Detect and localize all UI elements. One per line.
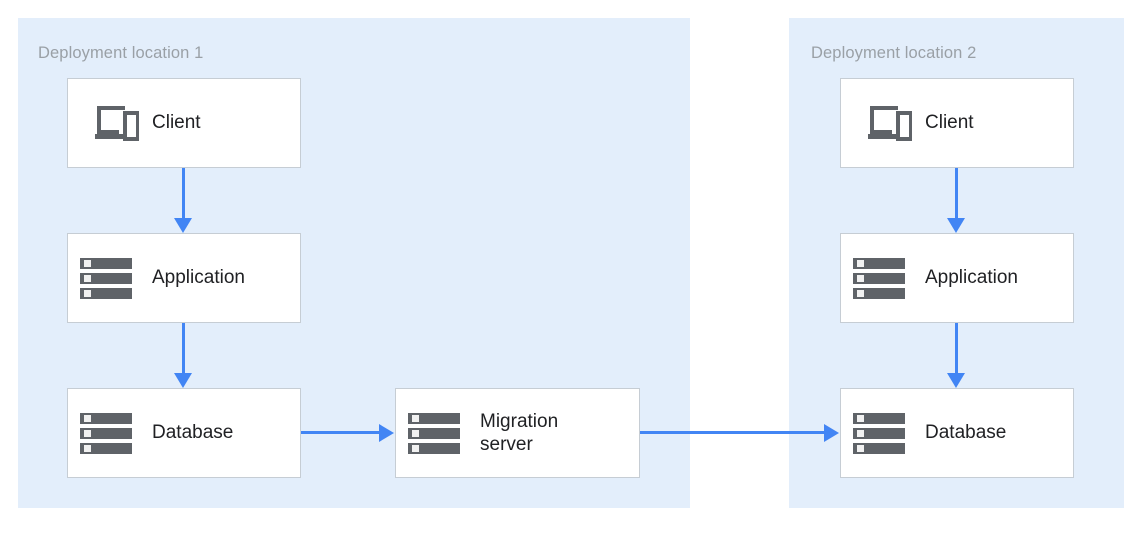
node-application-1-label: Application bbox=[152, 267, 245, 289]
connector-app2-db2-line bbox=[955, 323, 958, 375]
node-database-2[interactable]: Database bbox=[840, 388, 1074, 478]
node-client-1[interactable]: Client bbox=[67, 78, 301, 168]
connector-client1-app1-arrowhead bbox=[174, 218, 192, 233]
node-database-1[interactable]: Database bbox=[67, 388, 301, 478]
node-migration-server[interactable]: Migration server bbox=[395, 388, 640, 478]
node-application-2-label: Application bbox=[925, 267, 1018, 289]
connector-migration-db2-arrowhead bbox=[824, 424, 839, 442]
connector-migration-db2-line bbox=[640, 431, 826, 434]
server-icon bbox=[853, 412, 925, 454]
node-migration-server-label: Migration server bbox=[480, 410, 559, 455]
connector-client1-app1-line bbox=[182, 168, 185, 220]
server-icon bbox=[853, 257, 925, 299]
laptop-phone-icon bbox=[80, 104, 152, 142]
connector-client2-app2-arrowhead bbox=[947, 218, 965, 233]
node-application-2[interactable]: Application bbox=[840, 233, 1074, 323]
deployment-zone-1-label: Deployment location 1 bbox=[38, 44, 204, 62]
connector-db1-migration-line bbox=[301, 431, 381, 434]
connector-app1-db1-line bbox=[182, 323, 185, 375]
laptop-phone-icon bbox=[853, 104, 925, 142]
connector-app1-db1-arrowhead bbox=[174, 373, 192, 388]
server-icon bbox=[80, 412, 152, 454]
node-client-2-label: Client bbox=[925, 112, 974, 134]
connector-app2-db2-arrowhead bbox=[947, 373, 965, 388]
connector-client2-app2-line bbox=[955, 168, 958, 220]
server-icon bbox=[80, 257, 152, 299]
server-icon bbox=[408, 412, 480, 454]
node-database-1-label: Database bbox=[152, 422, 234, 444]
deployment-zone-2-label: Deployment location 2 bbox=[811, 44, 977, 62]
node-application-1[interactable]: Application bbox=[67, 233, 301, 323]
connector-db1-migration-arrowhead bbox=[379, 424, 394, 442]
node-client-1-label: Client bbox=[152, 112, 201, 134]
node-client-2[interactable]: Client bbox=[840, 78, 1074, 168]
node-database-2-label: Database bbox=[925, 422, 1007, 444]
